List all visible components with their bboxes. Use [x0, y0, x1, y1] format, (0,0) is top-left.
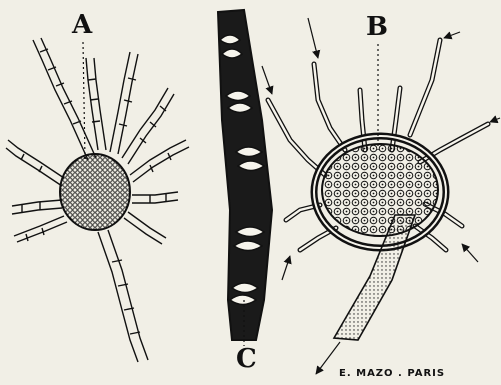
arrow-top-right — [444, 32, 460, 38]
figure-b-cell — [262, 18, 500, 374]
figure-a-cell — [6, 38, 189, 362]
figure-a-leader — [83, 42, 85, 160]
arrow-top-left — [308, 18, 318, 58]
arrow-left-upper — [262, 66, 272, 94]
arrow-left-lower — [282, 256, 290, 280]
arrow-right-lower — [462, 244, 478, 262]
arrow-outflow — [316, 342, 340, 374]
engraver-credit: E. MAZO . PARIS — [339, 368, 445, 379]
label-b: B — [366, 14, 388, 40]
arrow-right — [490, 118, 500, 122]
label-c: C — [236, 346, 257, 372]
label-a: A — [72, 12, 92, 38]
figure-c-fibre — [218, 10, 272, 346]
figure-b-cell-body — [322, 144, 438, 236]
